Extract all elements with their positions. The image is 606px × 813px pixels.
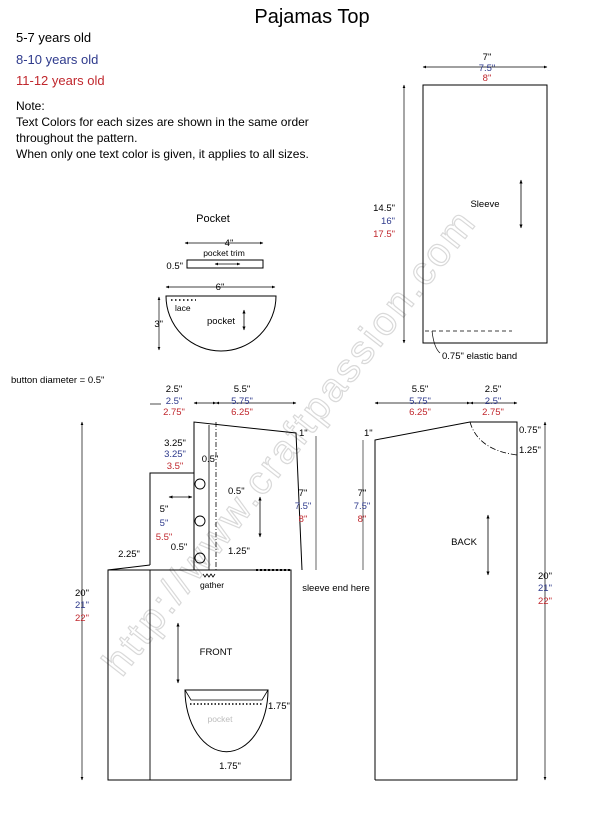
front-neck-depth-3: 3.5" — [167, 461, 184, 472]
sleeve-height-3: 17.5" — [373, 229, 395, 240]
front-placket-width-1: 2.5" — [166, 384, 183, 395]
front-button-bottom: 0.5" — [171, 542, 188, 553]
sleeve-piece — [402, 65, 548, 354]
back-shoulder-drop: 1" — [364, 428, 373, 439]
front-length-2: 21" — [75, 600, 89, 611]
pocket-piece — [157, 241, 277, 352]
pocket-lace-label: lace — [175, 303, 191, 313]
sleeve-width-2: 7.5" — [479, 63, 496, 74]
back-neck-width-1: 2.5" — [485, 384, 502, 395]
back-armhole-1: 7" — [358, 488, 367, 499]
sleeve-width-3: 8" — [483, 73, 492, 84]
front-neck-depth-2: 3.25" — [164, 449, 186, 460]
back-neck-width-2: 2.5" — [485, 396, 502, 407]
front-pocket-label: pocket — [207, 714, 233, 724]
front-shoulder-drop: 1" — [299, 428, 308, 439]
note-heading: Note: — [16, 99, 45, 113]
back-armhole-2: 7.5" — [354, 501, 371, 512]
elastic-band-label: 0.75" elastic band — [442, 351, 517, 362]
pocket-label: pocket — [207, 316, 235, 327]
back-shoulder-width-2: 5.75" — [409, 396, 431, 407]
size-label-1: 5-7 years old — [16, 30, 91, 45]
front-length-1: 20" — [75, 588, 89, 599]
front-armhole-1: 7" — [299, 488, 308, 499]
front-placket-ext: 1.25" — [228, 546, 250, 557]
page-title: Pajamas Top — [254, 6, 369, 28]
back-armhole-3: 8" — [358, 514, 367, 525]
front-pocket-bottom: 1.75" — [219, 761, 241, 772]
front-placket-width-2: 2.5" — [166, 396, 183, 407]
front-placket-width-3: 2.75" — [163, 407, 185, 418]
pocket-heading: Pocket — [196, 213, 230, 225]
back-shoulder-width-3: 6.25" — [409, 407, 431, 418]
pocket-trim-height: 0.5" — [166, 261, 183, 272]
front-armhole-3: 8" — [299, 514, 308, 525]
pocket-height: 3" — [154, 319, 163, 330]
back-length-1: 20" — [538, 571, 552, 582]
front-neck-depth-1: 3.25" — [164, 438, 186, 449]
note-line-3: When only one text color is given, it ap… — [16, 147, 309, 161]
front-shoulder-width-2: 5.75" — [231, 396, 253, 407]
front-gather-label: gather — [200, 580, 224, 590]
sleeve-label: Sleeve — [470, 199, 499, 210]
front-length-3: 22" — [75, 613, 89, 624]
front-neck-width-2: 5" — [160, 518, 169, 529]
sleeve-width-1: 7" — [483, 52, 492, 63]
size-label-3: 11-12 years old — [16, 73, 105, 88]
back-shoulder-width-1: 5.5" — [412, 384, 429, 395]
back-length-2: 21" — [538, 583, 552, 594]
pocket-trim-label: pocket trim — [203, 248, 245, 258]
watermark: http://www.craftpassion.com — [94, 200, 485, 683]
front-neck-width-1: 5" — [160, 504, 169, 515]
front-shoulder-width-3: 6.25" — [231, 407, 253, 418]
front-button-spacing-top: 0.5" — [202, 454, 219, 465]
sleeve-height-2: 16" — [381, 216, 395, 227]
back-neck-depth-bottom: 1.25" — [519, 445, 541, 456]
back-length-3: 22" — [538, 596, 552, 607]
button-diameter-note: button diameter = 0.5" — [11, 375, 104, 386]
note-line-2: throughout the pattern. — [16, 131, 137, 145]
pocket-width: 6" — [216, 282, 225, 293]
front-neck-width-3: 5.5" — [156, 532, 173, 543]
size-label-2: 8-10 years old — [16, 52, 98, 67]
front-pocket-side: 1.75" — [268, 701, 290, 712]
front-armhole-2: 7.5" — [295, 501, 312, 512]
front-label: FRONT — [200, 647, 233, 658]
front-side-ext: 2.25" — [118, 549, 140, 560]
back-piece — [362, 401, 547, 781]
pocket-trim-width: 4" — [225, 238, 234, 249]
sleeve-end-label: sleeve end here — [302, 583, 370, 594]
back-neck-width-3: 2.75" — [482, 407, 504, 418]
note-line-1: Text Colors for each sizes are shown in … — [16, 115, 309, 129]
back-label: BACK — [451, 537, 478, 548]
sleeve-height-1: 14.5" — [373, 203, 395, 214]
front-shoulder-width-1: 5.5" — [234, 384, 251, 395]
front-piece — [80, 401, 317, 781]
back-neck-depth-top: 0.75" — [519, 425, 541, 436]
front-placket-overlap: 0.5" — [228, 486, 245, 497]
